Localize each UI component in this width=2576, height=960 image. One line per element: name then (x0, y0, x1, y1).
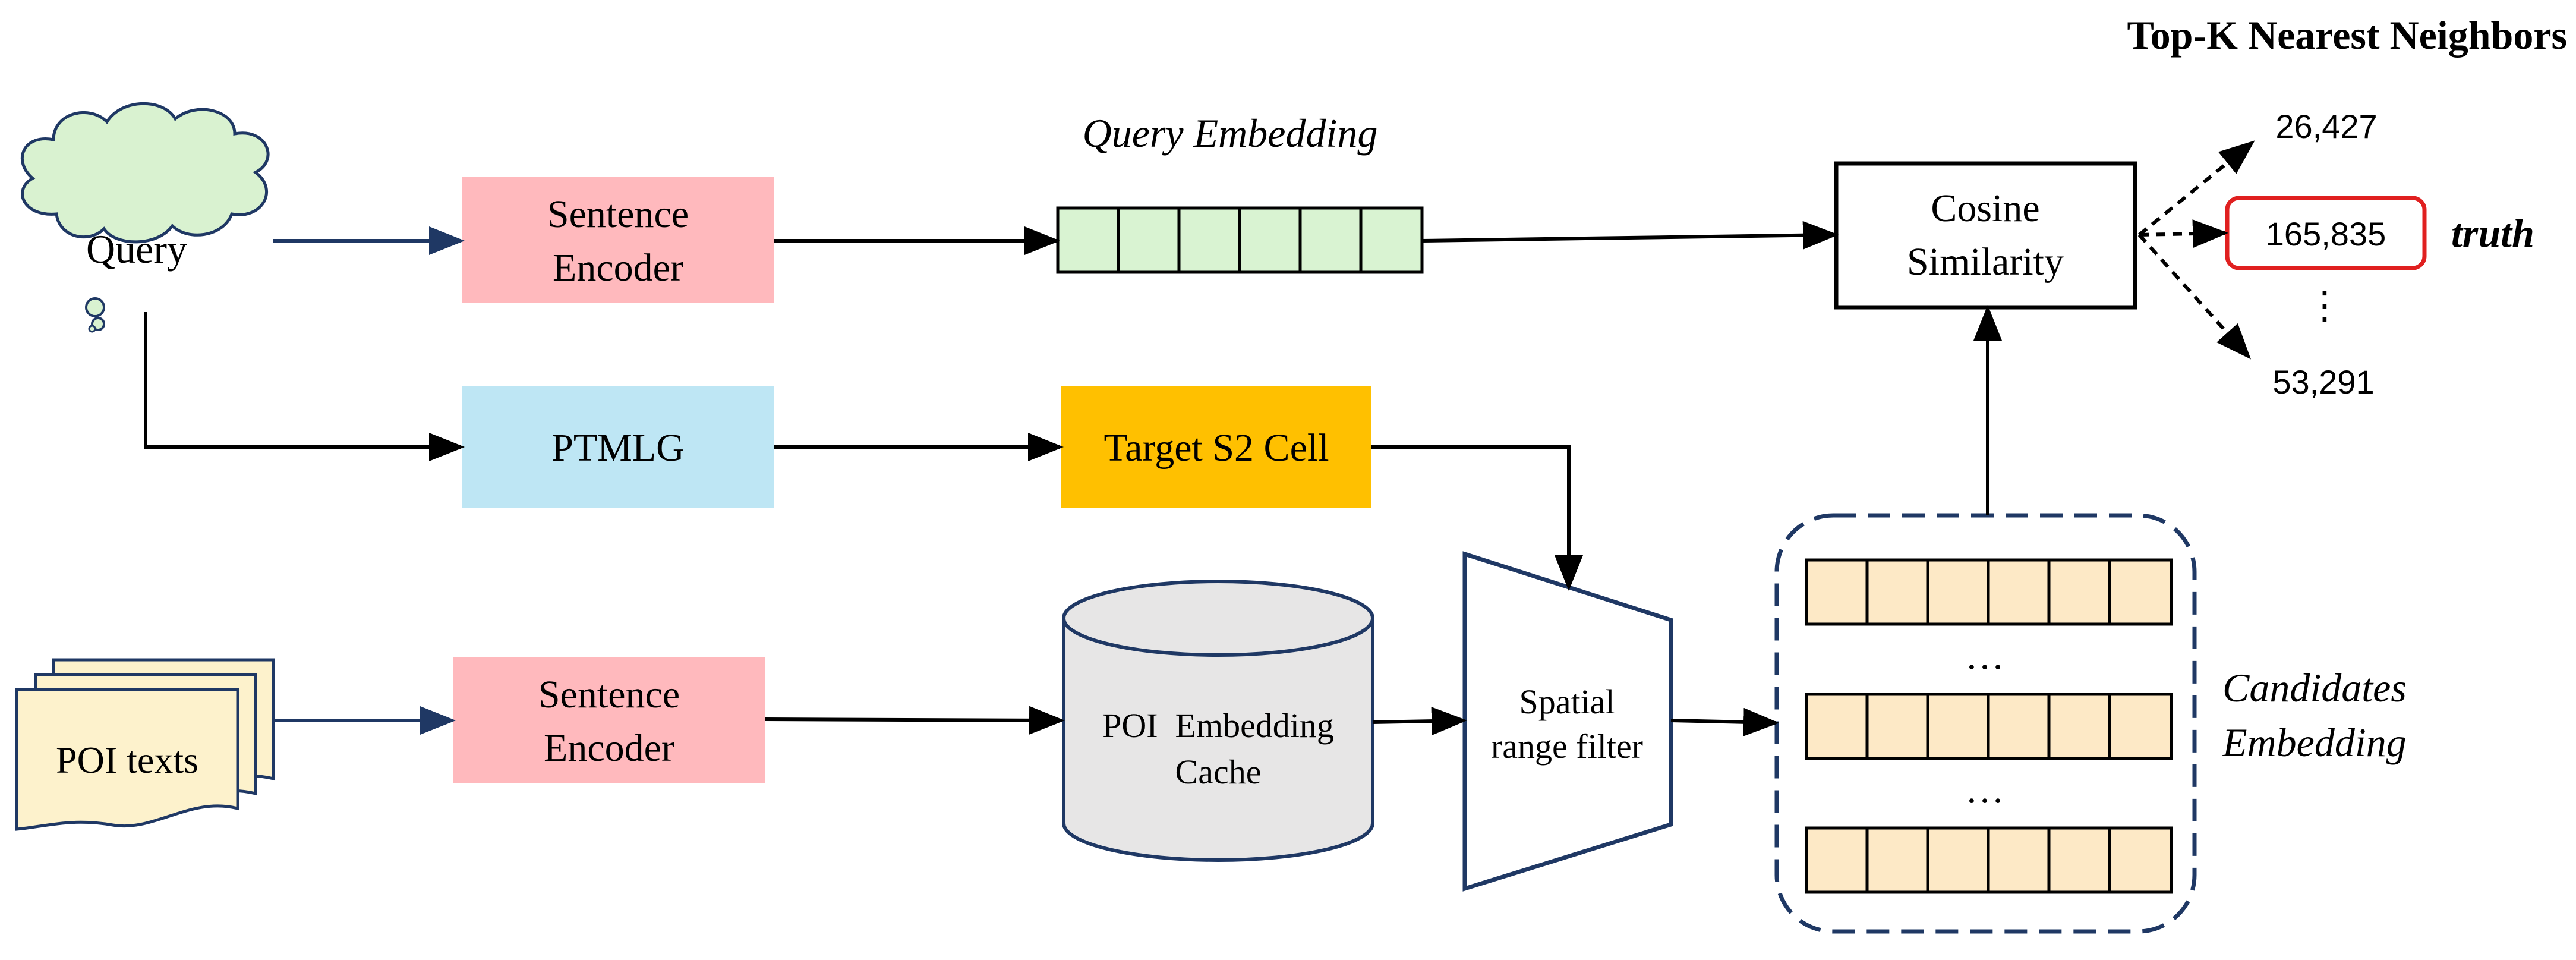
arrow-encoder-to-cache (765, 706, 1065, 735)
ptmlg-label: PTMLG (551, 426, 685, 470)
arrow-filter-to-candidates (1670, 707, 1779, 736)
sentence-encoder-bottom-line1: Sentence (538, 673, 680, 716)
spatial-range-filter-line1: Spatial (1519, 682, 1615, 721)
arrow-s2-to-filter (1371, 445, 1583, 591)
arrow-cache-to-filter (1372, 707, 1467, 736)
candidates-embedding-line2: Embedding (2222, 720, 2407, 765)
cosine-similarity-box: Cosine Similarity (1834, 161, 2137, 310)
arrow-embedding-to-cosine (1421, 221, 1839, 250)
result-item-2: 165,835 (2266, 215, 2386, 253)
result-vertical-ellipsis: ⋮ (2306, 284, 2344, 326)
poi-texts-stack: POI texts (15, 658, 275, 831)
sentence-encoder-top-line2: Encoder (553, 246, 683, 289)
arrow-cosine-to-result-1 (2138, 140, 2255, 237)
candidate-ellipsis-2: … (1965, 768, 2004, 811)
sentence-encoder-bottom: Sentence Encoder (453, 657, 765, 783)
cosine-similarity-line2: Similarity (1907, 240, 2064, 284)
poi-embedding-cache-line1: POI Embedding (1102, 706, 1334, 745)
poi-embedding-cache: POI Embedding Cache (1062, 580, 1374, 862)
candidate-vector-2 (1805, 693, 2173, 760)
target-s2-cell-box: Target S2 Cell (1061, 386, 1371, 508)
arrow-cosine-to-result-2 (2139, 219, 2228, 248)
query-embedding-vector (1056, 206, 1424, 274)
candidate-vector-1 (1805, 558, 2173, 626)
spatial-range-filter-line2: range filter (1491, 727, 1643, 766)
query-cloud: Query (21, 102, 270, 333)
candidate-ellipsis-1: … (1965, 634, 2004, 678)
top-k-title: Top-K Nearest Neighbors (2127, 12, 2567, 58)
query-label: Query (86, 226, 187, 272)
poi-embedding-cache-line2: Cache (1175, 753, 1262, 791)
truth-label: truth (2451, 210, 2534, 256)
sentence-encoder-bottom-line2: Encoder (544, 726, 674, 770)
ptmlg-box: PTMLG (462, 386, 774, 508)
candidates-embedding-line1: Candidates (2222, 665, 2407, 710)
arrows (144, 140, 2255, 736)
cosine-similarity-line1: Cosine (1931, 187, 2039, 230)
query-embedding-label: Query Embedding (1083, 111, 1378, 156)
spatial-range-filter: Spatial range filter (1462, 551, 1673, 892)
sentence-encoder-top: Sentence Encoder (462, 177, 774, 303)
target-s2-cell-label: Target S2 Cell (1103, 426, 1329, 470)
candidate-vector-3 (1805, 826, 2173, 894)
result-item-3: 53,291 (2272, 363, 2374, 401)
arrow-query-to-ptmlg (144, 312, 465, 461)
sentence-encoder-top-line1: Sentence (547, 193, 689, 236)
arrow-cosine-to-result-3 (2137, 233, 2252, 360)
result-item-1: 26,427 (2275, 108, 2377, 145)
poi-texts-label: POI texts (56, 739, 198, 781)
